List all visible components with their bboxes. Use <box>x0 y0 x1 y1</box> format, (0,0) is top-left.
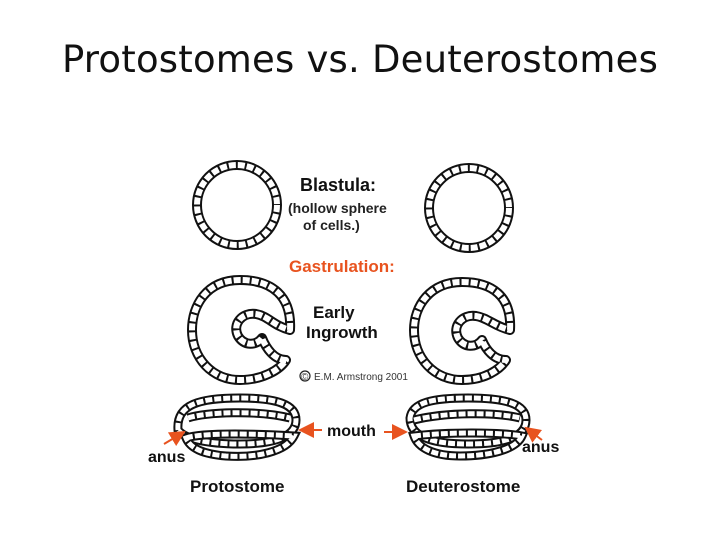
gastrula-right-ingrowth <box>414 282 510 380</box>
blastula-description-line1: (hollow sphere <box>288 200 387 216</box>
copyright-text: E.M. Armstrong 2001 <box>314 372 408 383</box>
blastula-right-sphere <box>429 168 509 248</box>
anus-label-right: anus <box>522 439 559 456</box>
blastula-description-line2: of cells.) <box>303 217 360 233</box>
early-ingrowth-line2: Ingrowth <box>306 323 378 342</box>
blastula-left-sphere <box>197 165 277 245</box>
deuterostome-embryo <box>410 398 526 456</box>
blastula-heading: Blastula: <box>300 175 376 195</box>
anus-label-left: anus <box>148 449 185 466</box>
protostome-label: Protostome <box>190 477 284 496</box>
copyright-symbol: © <box>301 372 309 383</box>
mouth-label: mouth <box>327 423 376 440</box>
protostome-embryo <box>178 398 296 456</box>
gastrulation-heading: Gastrulation: <box>289 257 395 276</box>
deuterostome-label: Deuterostome <box>406 477 520 496</box>
early-ingrowth-line1: Early <box>313 303 355 322</box>
copyright-notice: © E.M. Armstrong 2001 <box>300 371 408 383</box>
gastrula-left-ingrowth <box>192 280 290 380</box>
